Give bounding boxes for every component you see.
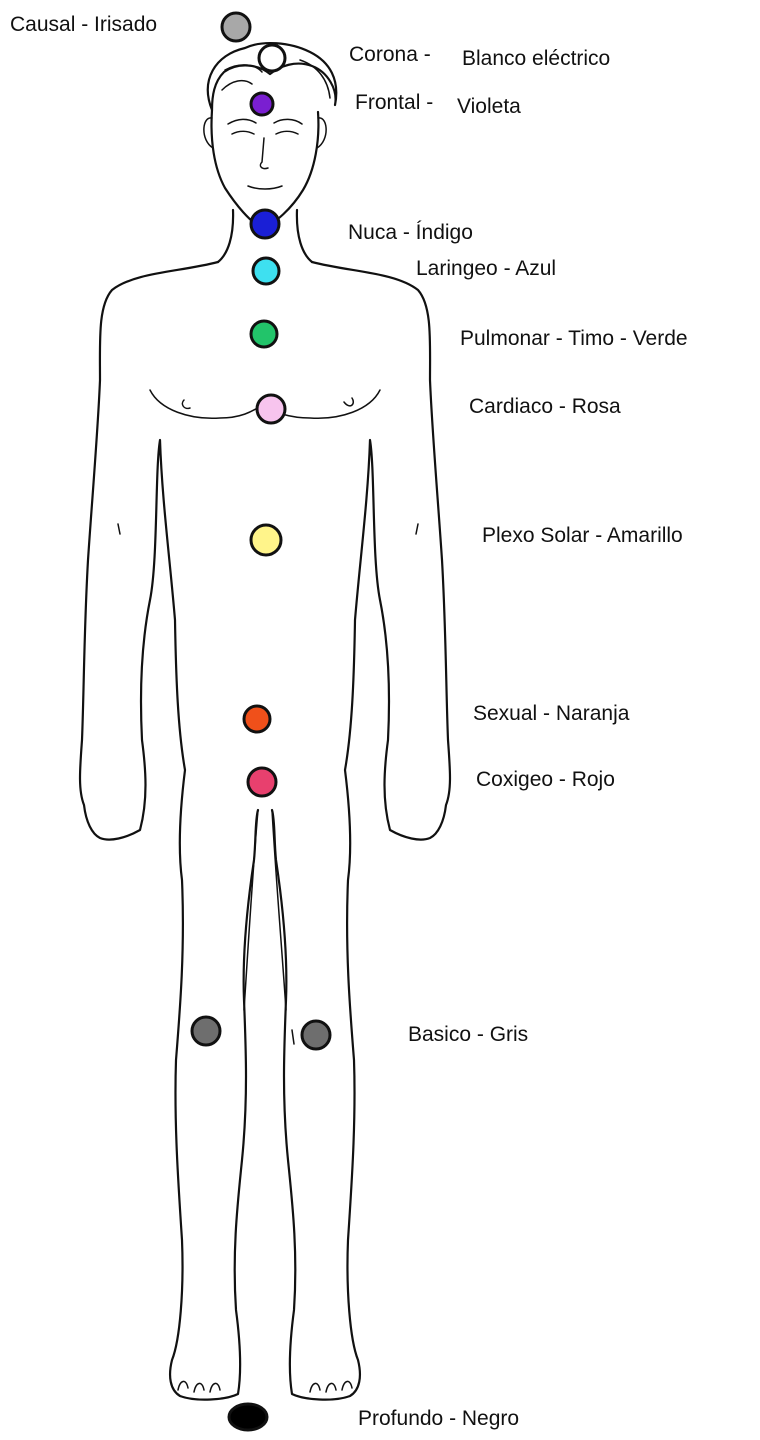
chakra-basico-right-dot — [302, 1021, 330, 1049]
label-pulmonar: Pulmonar - Timo - Verde — [460, 328, 688, 349]
label-coxigeo: Coxigeo - Rojo — [476, 769, 615, 790]
eyes — [232, 131, 298, 134]
chakra-basico-left-dot — [192, 1017, 220, 1045]
chakra-corona-dot — [259, 45, 285, 71]
eyebrows — [228, 119, 302, 124]
label-plexo-solar: Plexo Solar - Amarillo — [482, 525, 683, 546]
chakra-cardiaco-dot — [257, 395, 285, 423]
nose — [260, 138, 268, 169]
label-cardiaco: Cardiaco - Rosa — [469, 396, 621, 417]
label-basico: Basico - Gris — [408, 1024, 528, 1045]
mouth — [248, 186, 282, 189]
toes-right — [310, 1381, 352, 1392]
chakra-laringeo-dot — [253, 258, 279, 284]
toes-left — [178, 1381, 220, 1392]
chakra-causal-dot — [222, 13, 250, 41]
knee-mark — [292, 1030, 294, 1044]
label-corona-color: Blanco eléctrico — [462, 48, 610, 69]
chakra-profundo-dot — [229, 1404, 267, 1430]
chakra-frontal-dot — [251, 93, 273, 115]
chakra-sexual-dot — [244, 706, 270, 732]
neck-right — [297, 210, 312, 262]
chakra-nuca-dot — [251, 210, 279, 238]
label-frontal-color: Violeta — [457, 96, 521, 117]
chakra-coxigeo-dot — [248, 768, 276, 796]
label-corona-prefix: Corona - — [349, 44, 431, 65]
chakra-pulmonar-dot — [251, 321, 277, 347]
label-causal: Causal - Irisado — [10, 14, 157, 35]
body-right-outline — [272, 262, 450, 1400]
inner-legs — [244, 810, 286, 1010]
chakra-plexo-dot — [251, 525, 281, 555]
label-sexual: Sexual - Naranja — [473, 703, 629, 724]
neck-left — [218, 210, 233, 262]
label-frontal-prefix: Frontal - — [355, 92, 433, 113]
body-left-outline — [80, 262, 258, 1400]
label-laringeo: Laringeo - Azul — [416, 258, 556, 279]
label-nuca: Nuca - Índigo — [348, 222, 473, 243]
label-profundo: Profundo - Negro — [358, 1408, 519, 1429]
